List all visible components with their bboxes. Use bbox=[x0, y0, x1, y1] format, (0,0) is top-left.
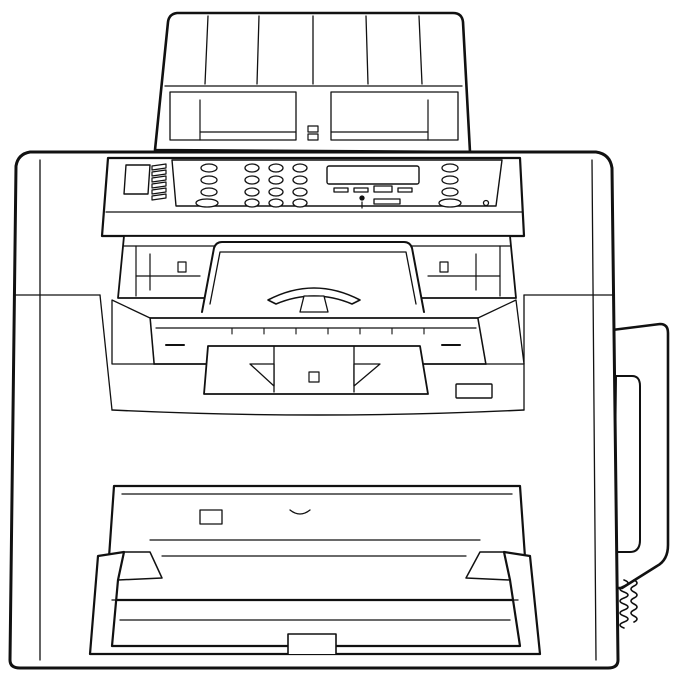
panel-display bbox=[326, 165, 420, 185]
fax-handset[interactable] bbox=[610, 322, 670, 629]
speed-dial-buttons[interactable] bbox=[151, 163, 167, 201]
numeric-keypad[interactable] bbox=[244, 163, 308, 208]
menu-navigation-buttons[interactable] bbox=[333, 185, 413, 209]
output-tray-extension[interactable] bbox=[203, 345, 429, 395]
paper-input-tray[interactable] bbox=[88, 484, 542, 656]
print-output-bin bbox=[111, 299, 525, 395]
function-buttons-left[interactable] bbox=[195, 163, 219, 208]
document-feeder-tray[interactable] bbox=[153, 11, 472, 154]
output-flap[interactable] bbox=[201, 241, 425, 313]
document-output-area bbox=[117, 235, 517, 313]
front-label-plate bbox=[455, 383, 493, 399]
tray-handle[interactable] bbox=[287, 633, 337, 655]
control-panel bbox=[100, 156, 526, 238]
function-buttons-right[interactable] bbox=[438, 163, 490, 208]
